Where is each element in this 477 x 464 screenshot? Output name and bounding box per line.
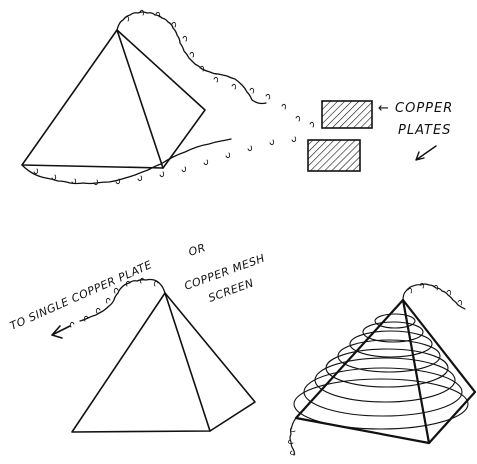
- label-or: OR: [187, 241, 207, 259]
- label-to-single-copper-plate: TO SINGLE COPPER PLATE: [8, 258, 154, 333]
- bottom-left-arrow: [52, 326, 70, 338]
- arrow-to-lower-plate: [416, 146, 436, 160]
- top-pyramid: [22, 30, 205, 168]
- bottom-right-coiled-pyramid: [294, 300, 475, 443]
- copper-plate-lower: [308, 140, 360, 171]
- bottom-left-pyramid: [72, 293, 255, 432]
- top-wire-lower: [22, 139, 231, 184]
- top-wire-upper-curls: [125, 10, 314, 127]
- coil-wire-top: [403, 284, 465, 309]
- label-copper: ← COPPER: [378, 101, 453, 116]
- label-plates: PLATES: [398, 123, 451, 138]
- coil-rings: [294, 314, 468, 429]
- top-wire-upper: [117, 12, 266, 104]
- copper-plate-upper: [322, 101, 372, 128]
- coil-wire-bottom: [290, 418, 296, 455]
